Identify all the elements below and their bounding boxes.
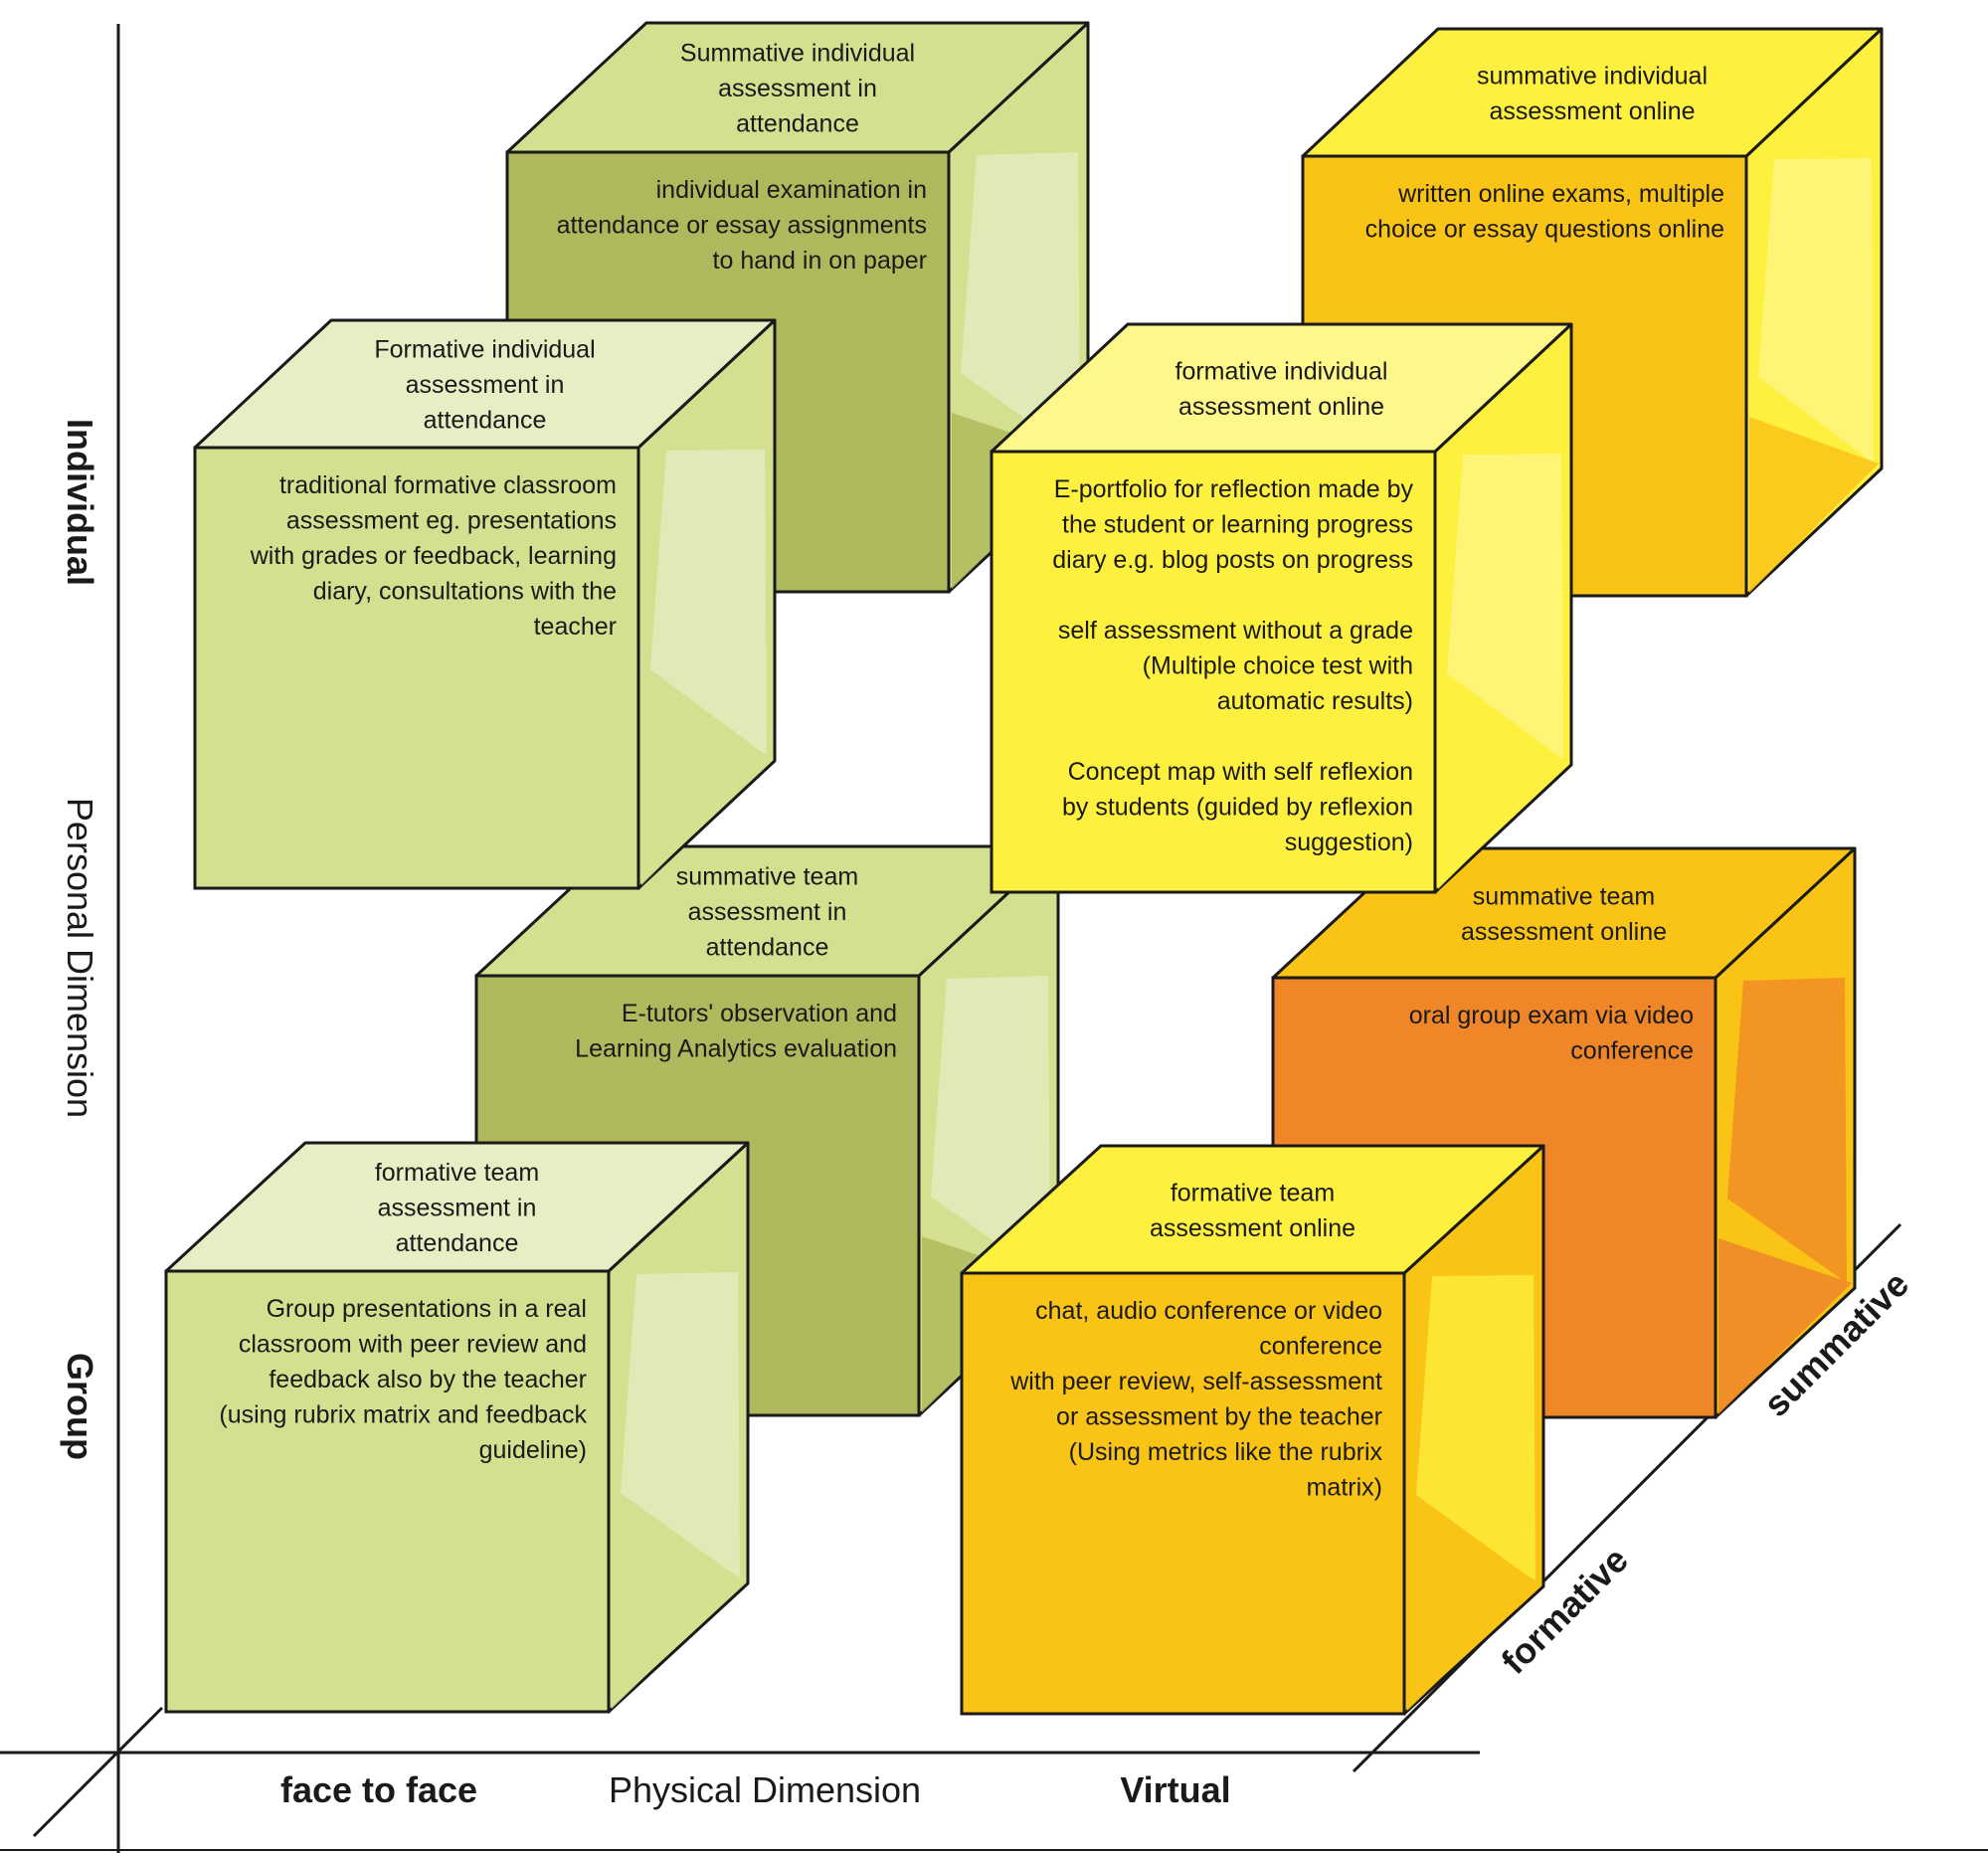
cube-side-shadow <box>641 709 772 885</box>
cube-front-description-line: with peer review, self-assessment <box>1009 1368 1382 1395</box>
axis-label-individual: Individual <box>60 419 100 586</box>
cube-top-label-line: assessment in <box>378 1195 537 1222</box>
cube-front-description-line: written online exams, multiple <box>1397 180 1724 208</box>
cube-front-description-line: feedback also by the teacher <box>269 1366 587 1393</box>
cube-side-highlight <box>1758 158 1874 463</box>
cube-top-label-line: assessment in <box>688 898 847 926</box>
cube-top-label-line: assessment in <box>718 75 877 102</box>
cube-front-description-line: diary e.g. blog posts on progress <box>1052 546 1413 574</box>
cubes-layer: Summative individual assessment in attenda… <box>164 21 1884 1716</box>
cube-top-label-line: formative individual <box>1175 357 1388 385</box>
cube-front-description-line: chat, audio conference or video <box>1035 1297 1382 1325</box>
cube-side-shadow <box>1718 1238 1852 1414</box>
cube-front-description-line: Learning Analytics evaluation <box>575 1035 897 1063</box>
cube-front-description-line: suggestion) <box>1285 829 1413 856</box>
cube-top-label-line: attendance <box>424 407 547 435</box>
cube-formative-individual-online: formative individual assessment onlineE-p… <box>990 322 1573 894</box>
cube-front-description-line: conference <box>1259 1333 1382 1361</box>
cube-front-description-line: guideline) <box>479 1436 587 1464</box>
cube-front-description-line: oral group exam via video <box>1409 1002 1694 1029</box>
cube-front-description-line: matrix) <box>1307 1474 1382 1502</box>
cube-front-description-line: or assessment by the teacher <box>1056 1403 1382 1431</box>
axis-label-physical-dimension: Physical Dimension <box>609 1769 921 1810</box>
cube-side-highlight <box>621 1272 740 1578</box>
cube-top-label-line: attendance <box>706 934 829 962</box>
cube-front-description-line: self assessment without a grade <box>1058 617 1413 645</box>
cube-top-label-line: formative team <box>375 1159 539 1187</box>
cube-side-shadow <box>612 1533 745 1709</box>
cube-side-shadow <box>1407 1535 1540 1711</box>
cube-front-description-line: diary, consultations with the <box>313 578 617 606</box>
cube-front-description-line: by students (guided by reflexion <box>1062 794 1413 822</box>
cube-formative-individual-attendance: Formative individual assessment in attenda… <box>193 318 777 890</box>
cube-side-highlight <box>650 450 767 756</box>
cube-front-description-line: with grades or feedback, learning <box>250 542 617 570</box>
cube-front-description-line: choice or essay questions online <box>1365 216 1724 244</box>
cube-front-description-line: Concept map with self reflexion <box>1068 758 1413 786</box>
axis-label-face-to-face: face to face <box>280 1769 477 1810</box>
cube-formative-team-attendance: formative team assessment in attendanceGro… <box>164 1141 750 1714</box>
cube-front-face <box>193 446 640 890</box>
cube-top-label-line: assessment online <box>1461 918 1667 946</box>
cube-side-highlight <box>1416 1275 1536 1581</box>
cube-top-label-line: attendance <box>736 110 859 138</box>
cube-side-highlight <box>931 976 1050 1281</box>
cube-front-description-line: (using rubrix matrix and feedback <box>219 1401 587 1429</box>
cube-top-label-line: formative team <box>1171 1179 1335 1206</box>
axis-label-virtual: Virtual <box>1120 1769 1230 1810</box>
cube-front-description-line: (Using metrics like the rubrix <box>1069 1438 1383 1466</box>
cube-top-label-line: summative team <box>1473 882 1655 910</box>
cube-front-description-line: individual examination in <box>656 176 927 204</box>
axis-label-personal-dimension: Personal Dimension <box>60 798 100 1118</box>
cube-top-label-line: attendance <box>396 1229 519 1257</box>
cube-top-label-line: summative individual <box>1477 62 1708 90</box>
cube-side-highlight <box>1447 454 1563 760</box>
cube-front-description-line: attendance or essay assignments <box>557 212 927 240</box>
cube-front-description-line: assessment eg. presentations <box>286 507 617 535</box>
cube-front-face <box>990 450 1437 894</box>
cube-front-description-line: classroom with peer review and <box>239 1331 587 1359</box>
cube-front-description-line: the student or learning progress <box>1062 511 1413 539</box>
cube-top-label-line: Formative individual <box>374 336 595 364</box>
cube-top-label-line: Summative individual <box>680 40 915 68</box>
cube-side-shadow <box>1438 713 1568 889</box>
cube-front-description-line: (Multiple choice test with <box>1143 652 1413 680</box>
cube-front-face <box>960 1271 1406 1716</box>
cube-front-description-line: Group presentations in a real <box>267 1295 587 1323</box>
cube-front-description-line: to hand in on paper <box>713 247 927 275</box>
cube-front-description-line: E-portfolio for reflection made by <box>1054 475 1414 503</box>
cube-front-description-line: conference <box>1570 1037 1694 1065</box>
axis-label-group: Group <box>60 1353 100 1460</box>
cube-top-label-line: assessment in <box>406 371 565 399</box>
cube-front-description-line: automatic results) <box>1217 687 1413 715</box>
cube-front-description-line: teacher <box>534 613 617 641</box>
depth-axis-line-origin <box>32 1706 164 1838</box>
cube-front-description-line: traditional formative classroom <box>279 471 617 499</box>
cube-top-label-line: assessment online <box>1178 393 1384 421</box>
cube-top-label-line: summative team <box>676 863 858 891</box>
cube-front-face <box>164 1269 611 1714</box>
cube-side-shadow <box>1749 417 1879 593</box>
cube-front-description-line: E-tutors' observation and <box>622 1000 897 1027</box>
cube-formative-team-online: formative team assessment online chat, aud… <box>960 1144 1545 1716</box>
cube-top-label-line: assessment online <box>1489 97 1695 125</box>
cube-side-highlight <box>961 152 1080 458</box>
cube-side-highlight <box>1727 978 1847 1283</box>
cube-top-label-line: assessment online <box>1150 1214 1355 1242</box>
